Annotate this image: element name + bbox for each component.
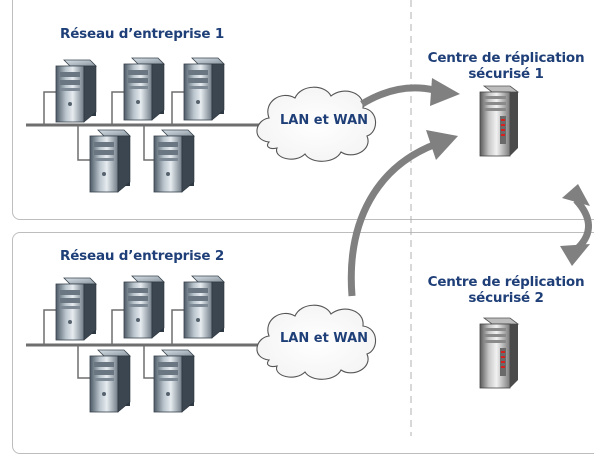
replication-center-title-line: sécurisé 1 xyxy=(468,66,544,82)
cloud-label-2: LAN et WAN xyxy=(280,331,369,346)
arrow-head xyxy=(426,130,458,160)
tower-server-icon xyxy=(123,57,165,121)
replication-center-title-line: Centre de réplication xyxy=(427,50,585,66)
tower-server-icon xyxy=(55,277,97,341)
rack-server-icon xyxy=(479,85,519,157)
arrow-icon xyxy=(347,140,438,297)
tower-server-icon xyxy=(183,57,225,121)
tower-server-icon xyxy=(123,275,165,339)
arrow-icon xyxy=(360,84,435,108)
tower-server-icon xyxy=(153,129,195,193)
tower-server-icon xyxy=(55,59,97,123)
tower-server-icon xyxy=(153,349,195,413)
replication-center-title-line: sécurisé 2 xyxy=(468,290,544,306)
replication-center-2-title: Centre de réplication sécurisé 2 xyxy=(424,274,588,306)
rack-server-icon xyxy=(479,317,519,389)
tower-server-icon xyxy=(89,349,131,413)
network-title-2: Réseau d’entreprise 2 xyxy=(60,248,225,264)
enterprise-network-1 xyxy=(26,57,377,193)
replication-center-1-title: Centre de réplication sécurisé 1 xyxy=(424,50,588,82)
replication-center-title-line: Centre de réplication xyxy=(427,274,585,290)
replication-diagram xyxy=(26,0,592,436)
arrow-head xyxy=(430,78,460,106)
network-title-1: Réseau d’entreprise 1 xyxy=(60,26,225,42)
tower-server-icon xyxy=(89,129,131,193)
arrow-head xyxy=(560,244,590,266)
arrow-head xyxy=(562,184,590,206)
cloud-label-1: LAN et WAN xyxy=(280,113,369,128)
tower-server-icon xyxy=(183,275,225,339)
arrow-icon xyxy=(573,197,592,251)
enterprise-network-2 xyxy=(26,275,377,413)
